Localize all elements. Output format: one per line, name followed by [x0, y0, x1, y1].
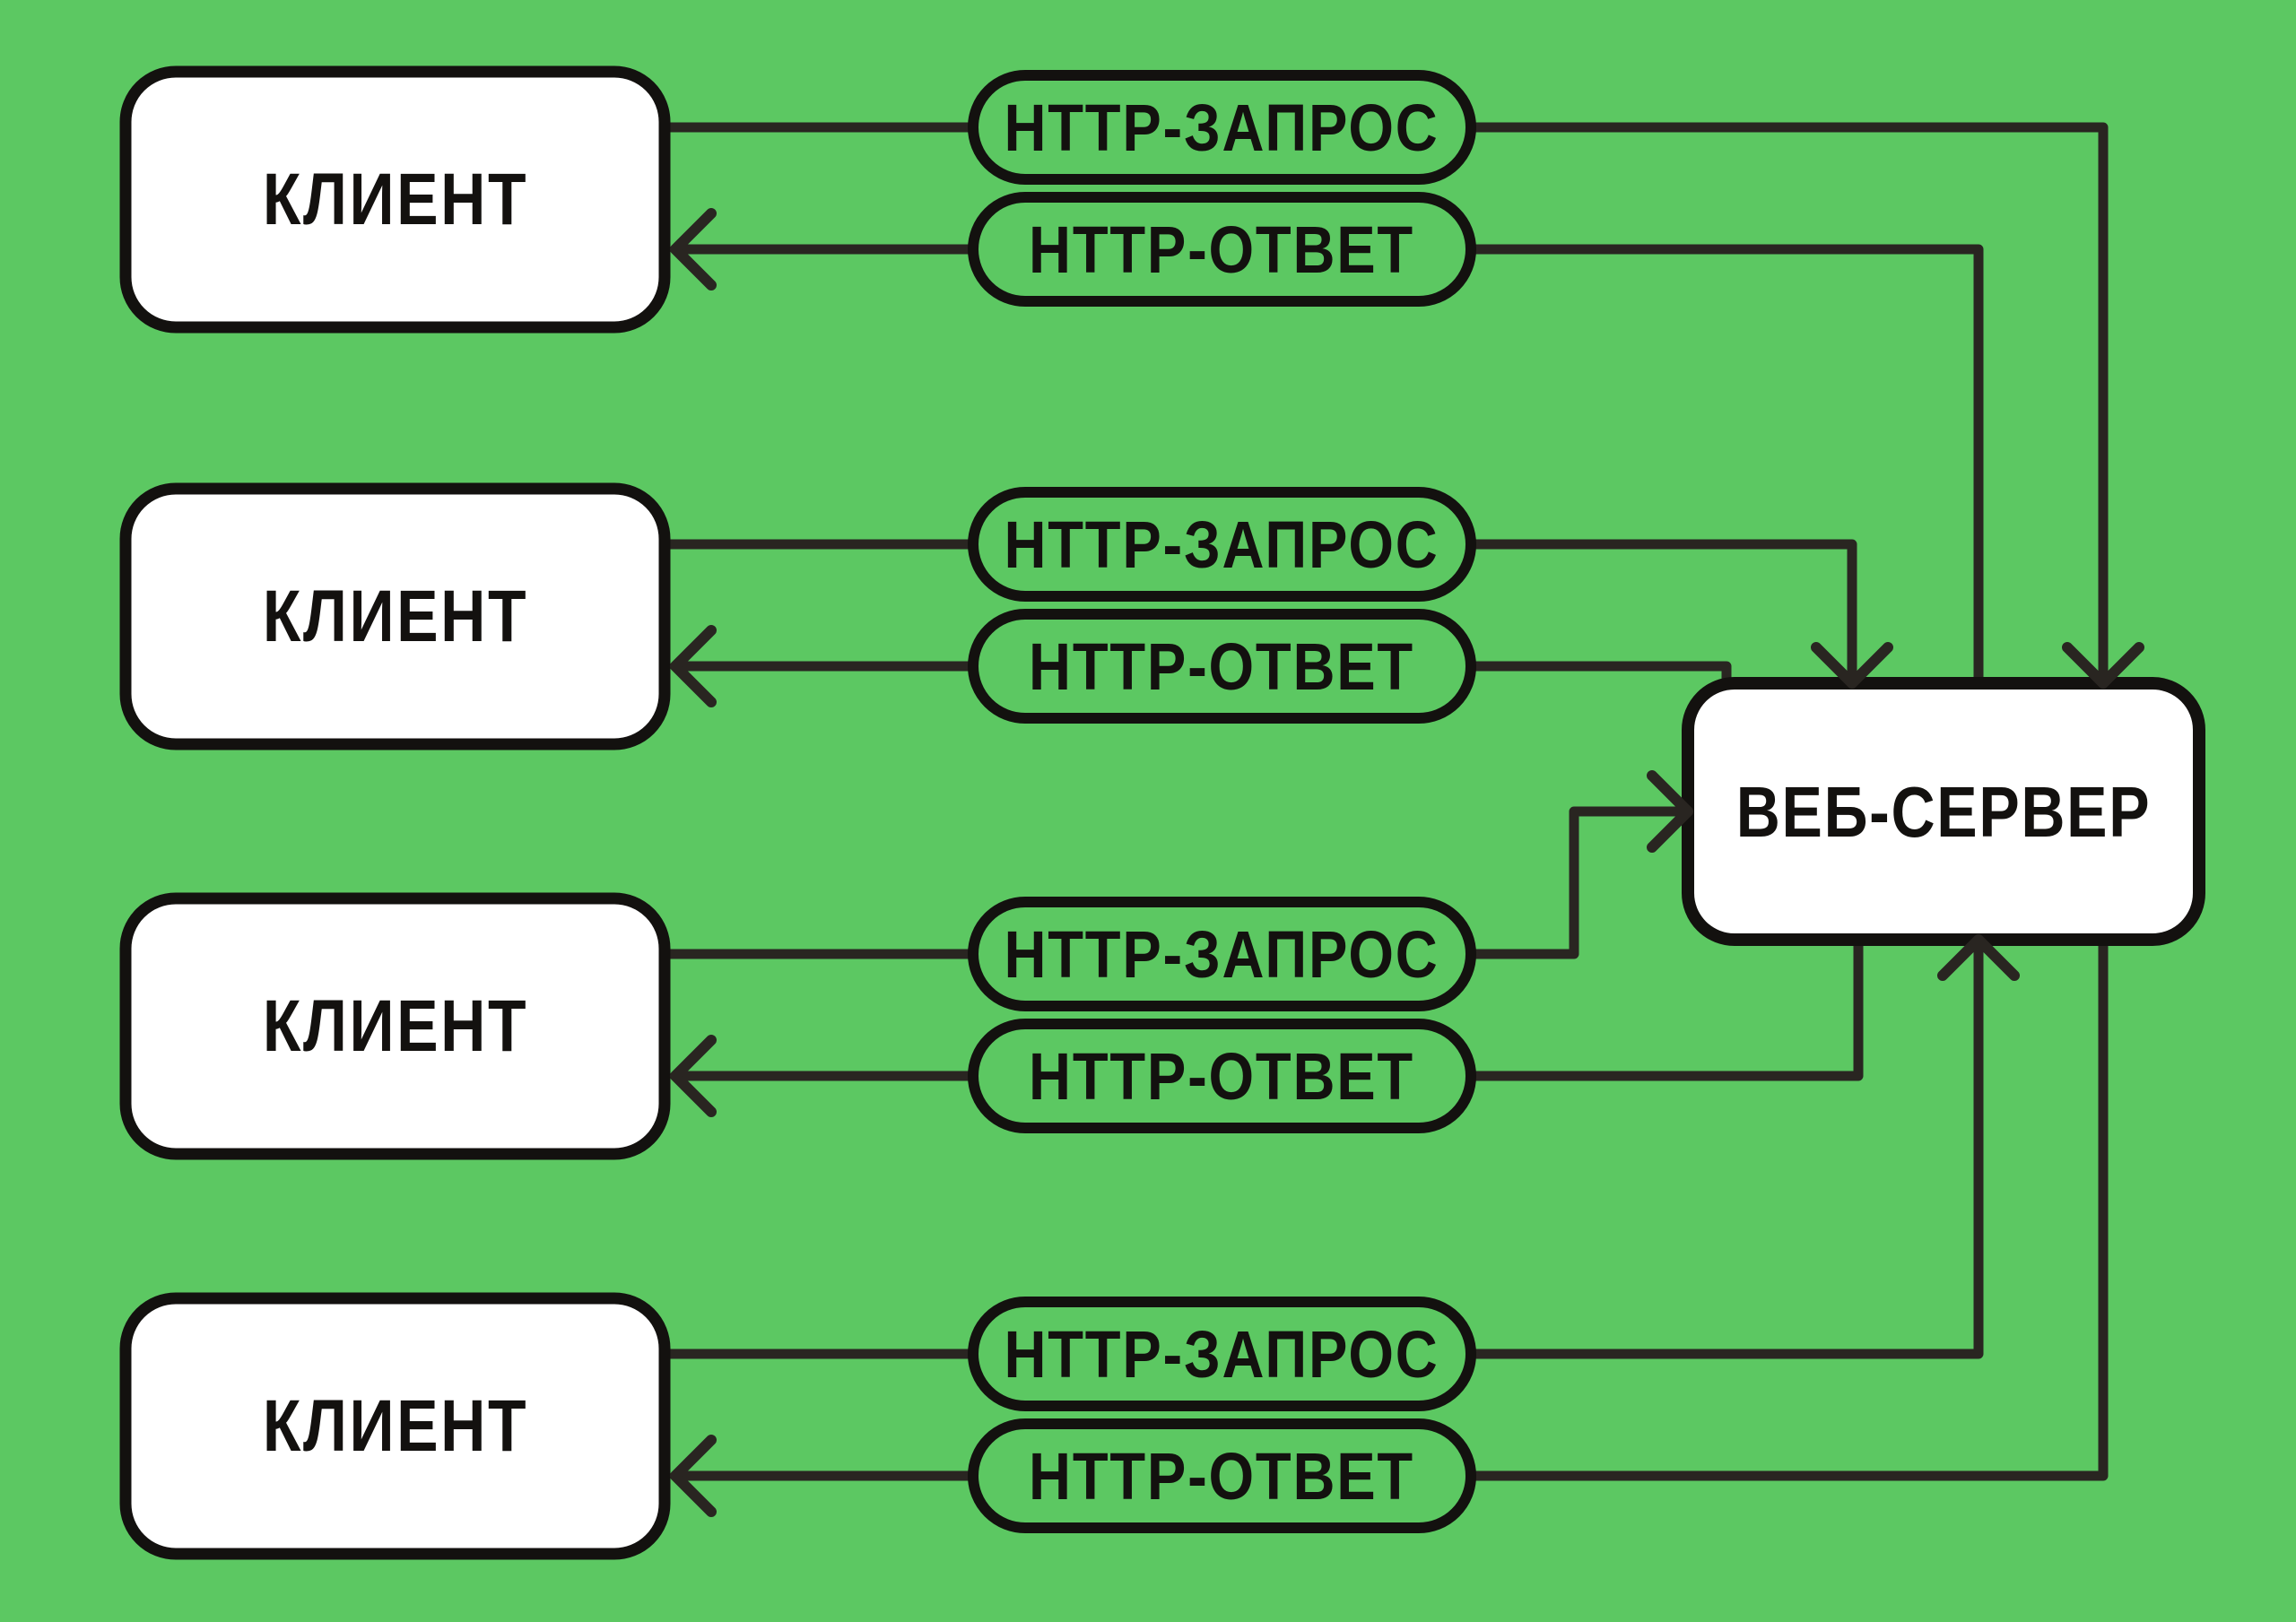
client4-box [119, 1292, 671, 1560]
client2-response-label: HTTP-ОТВЕТ [1029, 629, 1414, 704]
client4-label: КЛИЕНТ [263, 1385, 528, 1468]
client1-response-pill [968, 192, 1476, 307]
client3-response-arrowhead-left [670, 1035, 717, 1117]
client3-response-label: HTTP-ОТВЕТ [1029, 1039, 1414, 1114]
client2-response-pill [968, 609, 1476, 724]
server-label: ВЕБ-СЕРВЕР [1736, 772, 2152, 852]
arrowheads [670, 208, 2144, 1517]
client1-response-label: HTTP-ОТВЕТ [1029, 213, 1414, 287]
client4-request-pill [968, 1297, 1476, 1411]
client4-response-arrowhead-left [670, 1435, 717, 1517]
client1-label: КЛИЕНТ [263, 159, 528, 241]
client4-response-label: HTTP-ОТВЕТ [1029, 1439, 1414, 1514]
client4-response-pill [968, 1418, 1476, 1533]
labels: КЛИЕНТ КЛИЕНТ КЛИЕНТ КЛИЕНТ HTTP-ЗАПРОС … [263, 91, 2152, 1514]
client2-request-label: HTTP-ЗАПРОС [1004, 507, 1439, 582]
client2-request-arrowhead-down [1811, 642, 1893, 689]
client2-request-pill [968, 487, 1476, 602]
client2-box [119, 482, 671, 750]
client1-response-arrowhead-left [670, 208, 717, 291]
client1-request-arrowhead-down [2062, 642, 2144, 689]
client2-label: КЛИЕНТ [263, 576, 528, 658]
client4-request-label: HTTP-ЗАПРОС [1004, 1317, 1439, 1392]
client3-request-arrowhead-right [1647, 770, 1693, 853]
client2-response-arrowhead-left [670, 625, 717, 707]
label-pills [968, 70, 1476, 1533]
client3-box [119, 892, 671, 1160]
client3-label: КЛИЕНТ [263, 985, 528, 1068]
client4-request-arrowhead-up [1937, 934, 2020, 981]
client1-request-label: HTTP-ЗАПРОС [1004, 91, 1439, 165]
client3-request-label: HTTP-ЗАПРОС [1004, 917, 1439, 992]
node-boxes [119, 65, 2205, 1560]
client3-request-pill [968, 897, 1476, 1011]
client1-request-pill [968, 70, 1476, 185]
client3-response-pill [968, 1019, 1476, 1133]
client1-box [119, 65, 671, 334]
